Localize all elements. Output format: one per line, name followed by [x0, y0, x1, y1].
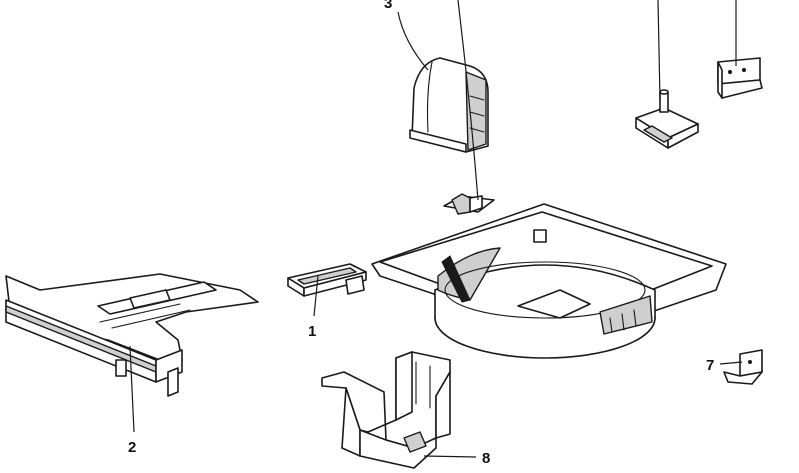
- part-1-channel: [287, 263, 367, 297]
- leader-part-1: [313, 275, 319, 317]
- leader-part-8: [423, 455, 477, 458]
- callout-1: 1: [308, 323, 316, 340]
- leader-stud-bracket: [657, 0, 661, 101]
- part-stud-bracket: [635, 89, 699, 149]
- part-2-floor-rail: [5, 273, 259, 397]
- part-spare-wheel-well: [371, 203, 727, 359]
- part-7-angle-piece: [723, 349, 763, 385]
- part-angle-bracket: [717, 57, 763, 99]
- callouts: 1 2 3 7 8: [128, 0, 714, 467]
- leader-lines: [129, 0, 743, 458]
- part-clip: [443, 193, 495, 215]
- callout-8: 8: [482, 450, 490, 467]
- leader-part-7: [719, 361, 743, 365]
- callout-3: 3: [384, 0, 392, 12]
- leader-part-3: [397, 11, 429, 71]
- leader-part-2: [129, 345, 135, 433]
- callout-7: 7: [706, 357, 714, 374]
- part-3-cover: [409, 57, 489, 153]
- callout-2: 2: [128, 439, 136, 456]
- part-8-support-bracket: [321, 351, 451, 469]
- leader-part-clip: [457, 0, 479, 201]
